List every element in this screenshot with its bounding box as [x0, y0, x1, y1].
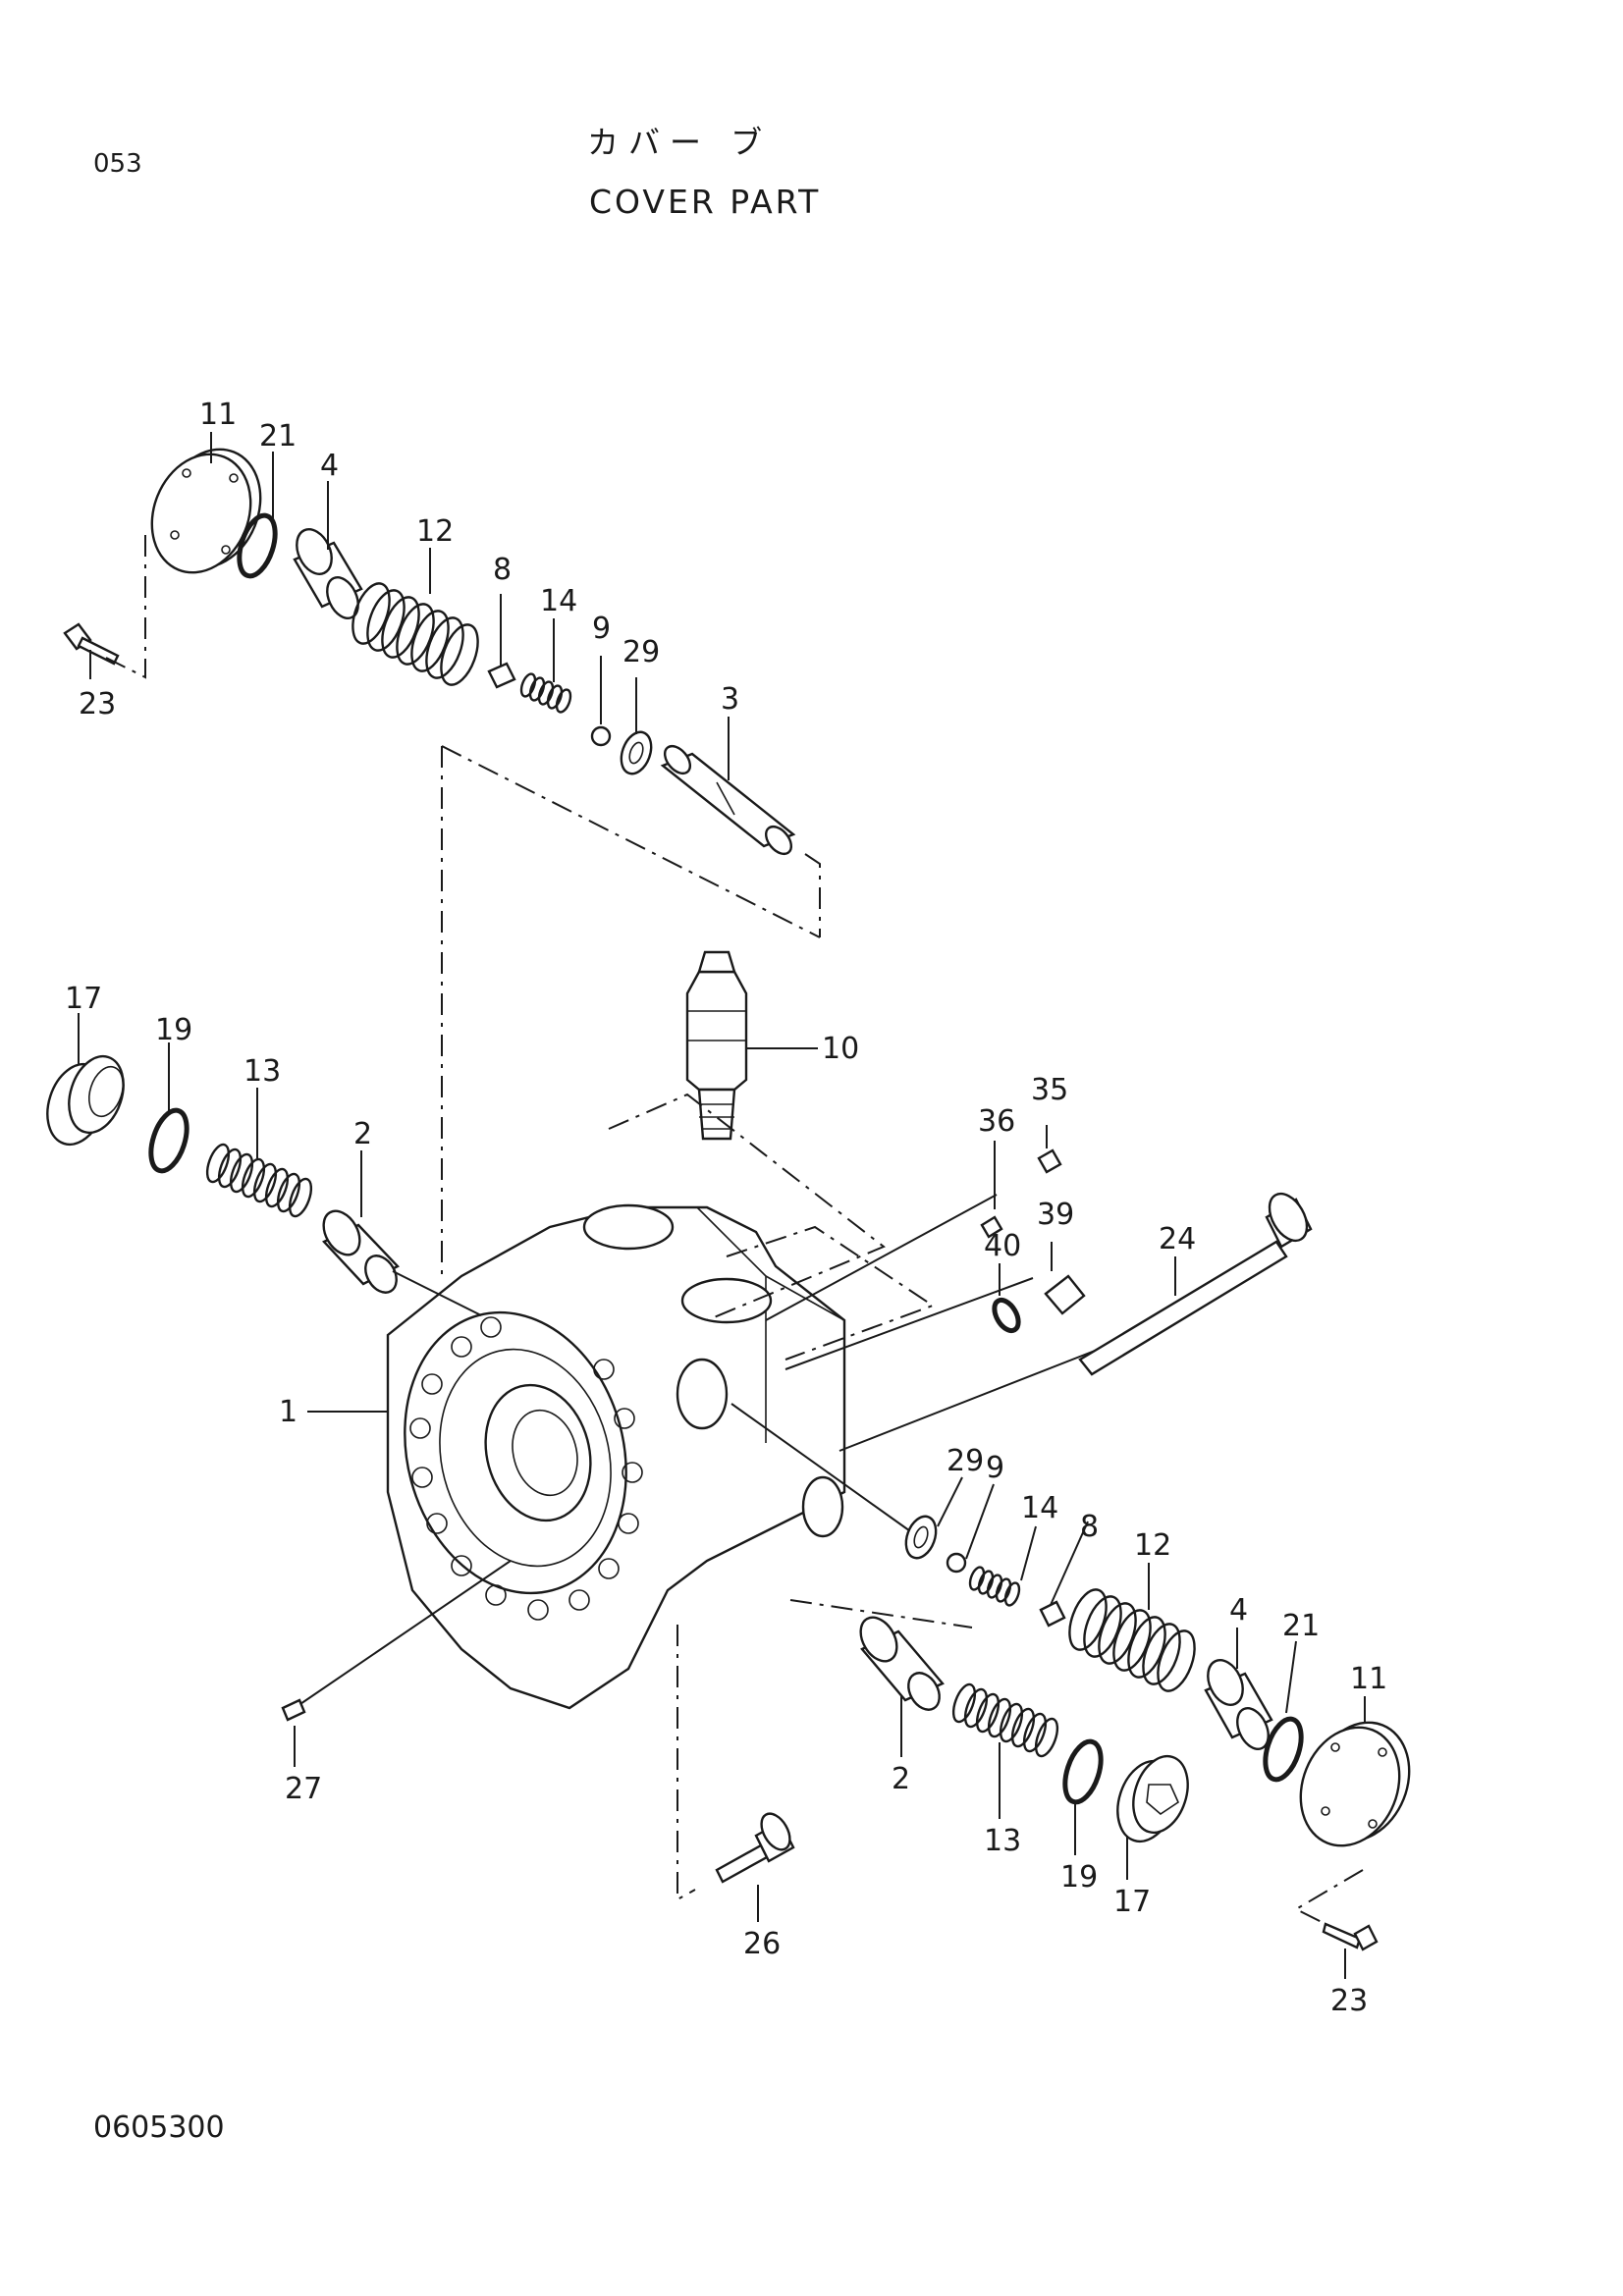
callout-21-bottom: 21 [1282, 1609, 1320, 1643]
callout-2-bottom: 2 [892, 1762, 910, 1796]
plug-small [980, 1148, 1062, 1239]
callout-11-bottom: 11 [1350, 1662, 1387, 1696]
callout-29-top: 29 [622, 635, 660, 669]
bolt-top-left [63, 622, 120, 666]
spring-seat-bottom [1039, 1600, 1066, 1628]
callout-13-bottom: 13 [984, 1824, 1021, 1858]
spring-left [205, 1143, 313, 1218]
ball-bottom [946, 1552, 967, 1574]
long-bolt [1078, 1192, 1313, 1376]
o-ring-right [992, 1297, 1021, 1334]
callout-12-bottom: 12 [1134, 1528, 1171, 1563]
bolt-26 [715, 1812, 795, 1884]
small-spring-top [519, 672, 572, 714]
plug-left [46, 1054, 125, 1147]
spring-seat-top [487, 662, 516, 689]
cover-plate-top [150, 448, 262, 574]
o-ring-top [237, 512, 278, 579]
callout-27: 27 [285, 1772, 322, 1806]
sleeve-bottom-right [1204, 1659, 1273, 1750]
callout-35: 35 [1031, 1073, 1068, 1107]
plug-bottom [1116, 1754, 1189, 1843]
relief-valve [685, 950, 748, 1141]
title-japanese: カバー ブ [587, 124, 773, 161]
callout-39: 39 [1037, 1198, 1074, 1232]
callout-24: 24 [1159, 1222, 1196, 1256]
washer-top [620, 730, 653, 775]
callout-9-bottom: 9 [986, 1451, 1004, 1485]
callout-1: 1 [279, 1395, 298, 1429]
sleeve-bottom [859, 1616, 945, 1711]
spring-top [352, 582, 479, 686]
o-ring-bottom [1062, 1738, 1104, 1805]
callout-4-bottom: 4 [1229, 1593, 1248, 1628]
callout-8-top: 8 [493, 553, 512, 587]
callout-19-left: 19 [155, 1013, 192, 1047]
callout-8-bottom: 8 [1080, 1510, 1099, 1544]
callout-21-top: 21 [259, 419, 297, 454]
callout-23-bottom: 23 [1330, 1984, 1368, 2018]
callout-40: 40 [984, 1229, 1021, 1263]
washer-bottom [904, 1515, 938, 1560]
callout-12-top: 12 [416, 514, 454, 549]
plug-39 [1044, 1274, 1086, 1315]
bolt-bottom-right [1322, 1922, 1379, 1951]
sleeve-left [322, 1209, 400, 1294]
page-number: 053 [93, 149, 142, 179]
ball-top [590, 725, 612, 747]
cover-plate-bottom [1299, 1721, 1411, 1847]
callout-36: 36 [978, 1104, 1015, 1139]
callout-10: 10 [822, 1032, 859, 1066]
callout-17-bottom: 17 [1113, 1885, 1151, 1919]
callout-14-top: 14 [540, 584, 577, 618]
spring-bottom [951, 1682, 1059, 1758]
callout-17-left: 17 [65, 982, 102, 1016]
callout-9-top: 9 [592, 612, 611, 646]
callout-4-top: 4 [320, 449, 339, 483]
callout-11-top: 11 [199, 398, 237, 432]
callout-23-top: 23 [79, 687, 116, 721]
title-english: COVER PART [589, 183, 822, 221]
callout-2-left: 2 [353, 1117, 372, 1151]
callout-3: 3 [721, 682, 739, 717]
cover-body [386, 1203, 846, 1710]
pin [281, 1698, 306, 1722]
spool-top [660, 744, 796, 856]
callout-13-left: 13 [243, 1054, 281, 1089]
callout-26: 26 [743, 1927, 781, 1961]
o-ring-bottom-right [1263, 1716, 1304, 1783]
drawing-code: 0605300 [93, 2110, 225, 2145]
o-ring-left [148, 1107, 189, 1174]
callout-19-bottom: 19 [1060, 1860, 1098, 1895]
callout-29-bottom: 29 [947, 1444, 984, 1478]
spring-bottom-right [1068, 1588, 1196, 1692]
callout-14-bottom: 14 [1021, 1491, 1058, 1525]
small-spring-bottom [968, 1566, 1021, 1607]
